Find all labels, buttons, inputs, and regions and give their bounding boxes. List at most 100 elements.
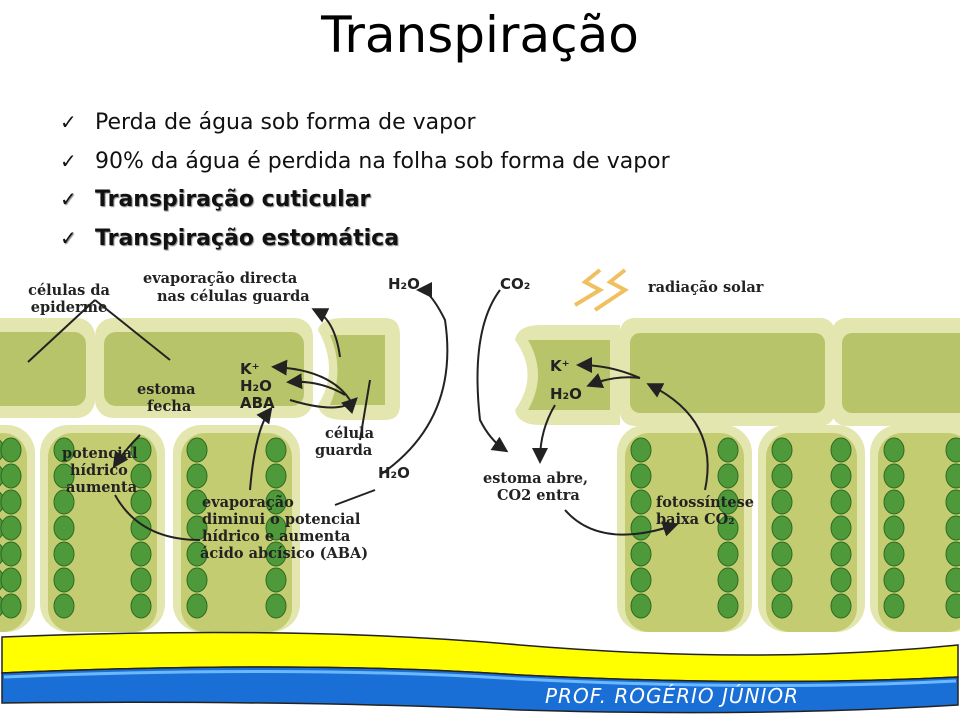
label-k: K⁺ <box>550 357 570 375</box>
chloroplast <box>883 489 905 515</box>
mesophyll-cells <box>0 425 960 632</box>
bullet-text: Perda de água sob forma de vapor <box>95 110 476 135</box>
label-estoma-abre: estoma abre, <box>483 470 588 487</box>
label-celulas-epiderme: células da epiderme <box>28 282 110 316</box>
chloroplast <box>0 541 22 567</box>
chloroplast <box>771 593 793 619</box>
chloroplast <box>53 567 75 593</box>
chloroplast <box>883 593 905 619</box>
chloroplast <box>945 567 960 593</box>
label-potencial-3: aumenta <box>66 479 138 496</box>
chloroplast <box>265 463 287 489</box>
label-evaporacao-3: hídrico e aumenta <box>202 528 351 545</box>
label-celula-guarda-2: guarda <box>315 442 373 459</box>
chloroplast <box>186 593 208 619</box>
chloroplast <box>130 593 152 619</box>
stomata-diagram <box>0 268 960 632</box>
chloroplast <box>265 593 287 619</box>
label-h2o: H₂O <box>378 464 410 482</box>
bullet-text: Transpiração cuticular <box>95 187 371 212</box>
label-fotossintese: fotossíntese <box>656 494 754 511</box>
chloroplast <box>186 541 208 567</box>
chloroplast <box>883 437 905 463</box>
label-fotossintese-2: baixa CO₂ <box>656 511 735 528</box>
chloroplast <box>883 541 905 567</box>
label-aba: ABA <box>240 394 275 412</box>
chloroplast <box>717 489 739 515</box>
chloroplast <box>53 437 75 463</box>
chloroplast <box>130 541 152 567</box>
bullet-list: ✓Perda de água sob forma de vapor ✓90% d… <box>60 110 670 264</box>
chloroplast <box>130 437 152 463</box>
chloroplast <box>830 515 852 541</box>
chloroplast <box>265 437 287 463</box>
chloroplast <box>0 567 22 593</box>
chloroplast <box>717 567 739 593</box>
bullet-item: ✓ Transpiração cuticular <box>60 187 670 226</box>
label-h2o: H₂O <box>388 275 420 293</box>
chloroplast <box>630 593 652 619</box>
chloroplast <box>717 541 739 567</box>
chloroplast <box>53 593 75 619</box>
chloroplast <box>0 463 22 489</box>
chloroplast <box>630 515 652 541</box>
checkmark-icon: ✓ <box>60 187 77 211</box>
chloroplast <box>265 541 287 567</box>
author-name: PROF. ROGÉRIO JÚNIOR <box>545 684 800 708</box>
label-k: K⁺ <box>240 360 260 378</box>
chloroplast <box>130 567 152 593</box>
chloroplast <box>771 567 793 593</box>
chloroplast <box>771 515 793 541</box>
checkmark-icon: ✓ <box>60 225 77 250</box>
chloroplast <box>945 593 960 619</box>
chloroplast <box>771 541 793 567</box>
chloroplast <box>883 463 905 489</box>
label-potencial-2: hídrico <box>70 462 128 479</box>
chloroplast <box>945 515 960 541</box>
chloroplast <box>945 489 960 515</box>
label-evaporacao-2: diminui o potencial <box>202 511 361 528</box>
label-estoma-fecha-2: fecha <box>147 398 192 415</box>
chloroplast <box>265 489 287 515</box>
chloroplast <box>830 489 852 515</box>
label-celula-guarda: célula <box>325 425 375 442</box>
checkmark-icon: ✓ <box>60 110 77 134</box>
chloroplast <box>53 515 75 541</box>
chloroplast <box>771 463 793 489</box>
chloroplast <box>830 437 852 463</box>
chloroplast <box>830 567 852 593</box>
chloroplast <box>830 541 852 567</box>
label-h2o: H₂O <box>240 377 272 395</box>
chloroplast <box>945 437 960 463</box>
arrows <box>27 282 709 541</box>
chloroplast <box>830 463 852 489</box>
chloroplast <box>53 541 75 567</box>
chloroplast <box>130 489 152 515</box>
chloroplast <box>717 515 739 541</box>
chloroplast <box>630 463 652 489</box>
footer-banner <box>1 631 959 714</box>
chloroplast <box>771 489 793 515</box>
bullet-item: ✓ Transpiração estomática <box>60 226 670 265</box>
label-radiacao-solar: radiação solar <box>648 279 764 296</box>
bullet-item: ✓90% da água é perdida na folha sob form… <box>60 149 670 188</box>
chloroplast <box>883 515 905 541</box>
bullet-text: Transpiração estomática <box>95 225 400 251</box>
chloroplast <box>0 489 22 515</box>
chloroplast <box>717 463 739 489</box>
chloroplast <box>130 515 152 541</box>
sun-rays-icon <box>573 268 629 312</box>
chloroplast <box>0 437 22 463</box>
chloroplast <box>265 567 287 593</box>
chloroplast <box>186 463 208 489</box>
label-evaporacao-directa: evaporação directa <box>143 270 298 287</box>
chloroplast <box>53 489 75 515</box>
chloroplast <box>945 463 960 489</box>
plant-cells <box>0 318 960 426</box>
bullet-text: 90% da água é perdida na folha sob forma… <box>95 148 670 174</box>
chloroplast <box>0 593 22 619</box>
chloroplast <box>883 567 905 593</box>
chloroplast <box>771 437 793 463</box>
bullet-item: ✓ Perda de água sob forma de vapor <box>60 110 670 149</box>
label-estoma-abre-2: CO2 entra <box>497 487 580 504</box>
